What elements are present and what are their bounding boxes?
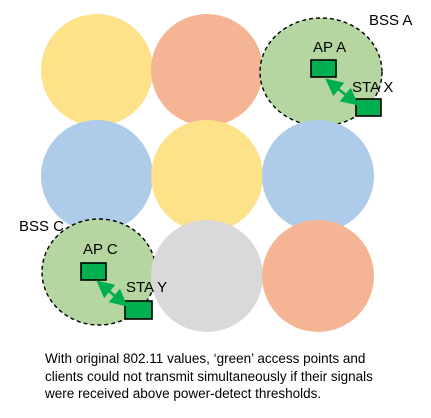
cell-r2-c2 bbox=[151, 120, 263, 232]
channel-reuse-diagram: BSS A AP A STA X BSS C AP C STA Y bbox=[19, 12, 412, 332]
ap-a-label: AP A bbox=[313, 39, 346, 56]
cell-r2-c1 bbox=[41, 120, 153, 232]
ap-a-device bbox=[310, 59, 337, 78]
ap-c-device bbox=[80, 262, 107, 281]
bss-c-label: BSS C bbox=[19, 218, 64, 235]
bss-a-label: BSS A bbox=[369, 12, 412, 29]
sta-y-device bbox=[124, 300, 153, 320]
cell-r2-c3 bbox=[262, 120, 374, 232]
cell-r1-c1 bbox=[41, 14, 153, 126]
sta-x-device bbox=[355, 98, 382, 117]
cell-r1-c2 bbox=[151, 14, 263, 126]
cell-r3-c2 bbox=[151, 220, 263, 332]
ap-a-sta-x-link-arrow bbox=[325, 78, 359, 106]
sta-x-label: STA X bbox=[352, 79, 393, 96]
sta-y-label: STA Y bbox=[126, 279, 167, 296]
ap-c-sta-y-link-arrow bbox=[96, 280, 128, 307]
ap-c-label: AP C bbox=[83, 241, 118, 258]
caption-text: With original 802.11 values, ‘green’ acc… bbox=[45, 351, 373, 401]
cell-r3-c3 bbox=[262, 220, 374, 332]
